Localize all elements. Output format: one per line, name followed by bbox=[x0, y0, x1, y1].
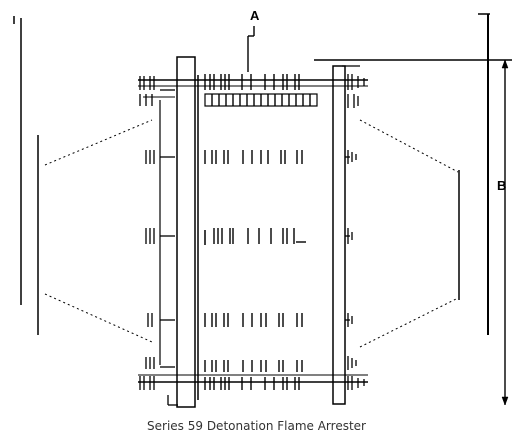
element-row bbox=[204, 93, 318, 107]
right-pipe-outline bbox=[359, 119, 460, 348]
top-bolt bbox=[138, 79, 368, 98]
element-row bbox=[204, 377, 300, 390]
figure-caption: Series 59 Detonation Flame Arrester bbox=[147, 419, 366, 433]
housing-wall bbox=[197, 75, 206, 400]
right-bolt-heads bbox=[342, 65, 365, 390]
left-bolt-heads bbox=[139, 76, 178, 406]
element-row bbox=[204, 150, 303, 164]
left-pipe-outline bbox=[37, 119, 153, 343]
dimension-b-label: B bbox=[497, 178, 507, 193]
left-flange bbox=[159, 56, 196, 408]
bottom-bolt bbox=[138, 374, 368, 383]
right-extent-line bbox=[478, 13, 490, 335]
dimension-a-label: A bbox=[250, 8, 260, 23]
flame-arrester-drawing bbox=[13, 13, 512, 408]
dimension-a-line bbox=[247, 26, 255, 72]
element-row bbox=[204, 360, 303, 372]
element-stack bbox=[204, 74, 318, 390]
element-row bbox=[204, 313, 303, 327]
dimension-b-line bbox=[314, 59, 512, 406]
element-row bbox=[213, 228, 306, 244]
element-row bbox=[204, 74, 300, 90]
right-flange bbox=[332, 65, 346, 405]
left-extent-line bbox=[13, 16, 22, 305]
